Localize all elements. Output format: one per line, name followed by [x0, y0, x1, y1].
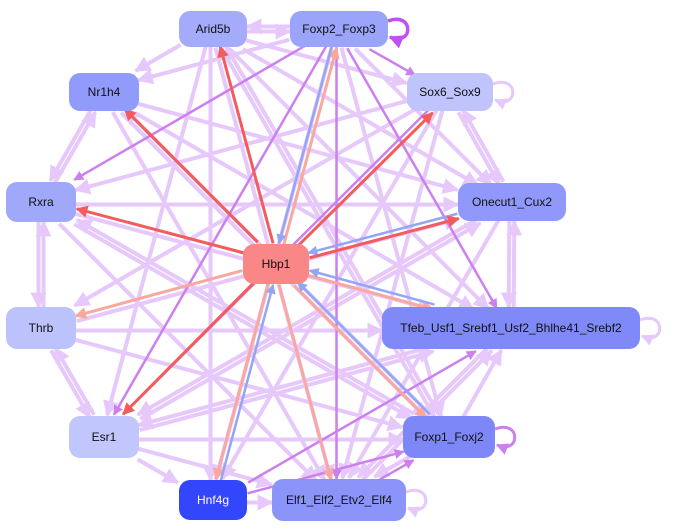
- edge-hbp1-to-tfeb_usf1_srebf1_usf2_bhlhe41_srebf2: [307, 273, 435, 313]
- edge-arid5b-to-nr1h4: [134, 43, 182, 73]
- edge-hbp1-to-rxra: [75, 205, 245, 255]
- node-label: Sox6_Sox9: [419, 85, 481, 99]
- node-label: Rxra: [28, 195, 54, 209]
- node-foxp1-foxj2[interactable]: Foxp1_Foxj2: [403, 416, 495, 458]
- node-label: Nr1h4: [88, 85, 121, 99]
- node-label: Esr1: [92, 430, 117, 444]
- edge-hnf4g-to-tfeb_usf1_srebf1_usf2_bhlhe41_srebf2: [247, 350, 477, 484]
- edge-nr1h4-to-tfeb_usf1_srebf1_usf2_bhlhe41_srebf2: [134, 111, 475, 311]
- node-box: [407, 73, 493, 111]
- edge-hbp1-to-hnf4g: [212, 282, 270, 481]
- node-box: [403, 416, 495, 458]
- node-box: [69, 73, 139, 111]
- node-label: Foxp2_Foxp3: [302, 22, 376, 36]
- edge-onecut1_cux2-to-hbp1: [307, 212, 458, 256]
- node-box: [272, 479, 406, 521]
- edge-foxp1_foxj2-to-rxra: [75, 218, 415, 416]
- edge-sox6_sox9-to-hnf4g: [220, 108, 439, 481]
- edge-foxp2_foxp3-to-sox6_sox9: [368, 48, 417, 77]
- node-foxp2-foxp3[interactable]: Foxp2_Foxp3: [290, 11, 388, 47]
- edge-elf1_elf2_etv2_elf4-to-foxp1_foxj2: [376, 459, 415, 483]
- edge-foxp2_foxp3-to-tfeb_usf1_srebf1_usf2_bhlhe41_srebf2: [346, 47, 498, 310]
- edge-hbp1-to-foxp2_foxp3: [282, 46, 340, 246]
- node-label: Onecut1_Cux2: [472, 195, 552, 209]
- edge-nr1h4-to-rxra: [48, 108, 93, 183]
- edge-foxp1_foxj2-to-foxp1_foxj2: [494, 425, 517, 455]
- node-label: Hnf4g: [197, 493, 229, 507]
- edge-elf1_elf2_etv2_elf4-to-elf1_elf2_etv2_elf4: [405, 488, 428, 518]
- edge-foxp2_foxp3-to-esr1: [112, 45, 328, 416]
- edge-onecut1_cux2-to-sox6_sox9: [461, 108, 506, 183]
- node-label: Elf1_Elf2_Etv2_Elf4: [286, 493, 392, 507]
- edge-hbp1-to-elf1_elf2_etv2_elf4: [277, 284, 334, 481]
- edge-foxp2_foxp3-to-nr1h4: [136, 37, 290, 85]
- edge-hbp1-to-arid5b: [217, 45, 275, 244]
- node-label: Tfeb_Usf1_Srebf1_Usf2_Bhlhe41_Srebf2: [400, 321, 622, 335]
- node-label: Foxp1_Foxj2: [414, 430, 484, 444]
- node-box: [69, 416, 139, 458]
- edge-rxra-to-nr1h4: [52, 110, 98, 185]
- edge-nr1h4-to-onecut1_cux2: [137, 101, 459, 194]
- node-box: [179, 11, 247, 47]
- node-box: [458, 183, 566, 221]
- edge-hbp1-to-onecut1_cux2: [309, 215, 460, 260]
- edge-foxp1_foxj2-to-tfeb_usf1_srebf1_usf2_bhlhe41_srebf2: [461, 348, 503, 419]
- node-hbp1[interactable]: Hbp1: [243, 244, 309, 284]
- edge-hbp1-to-foxp1_foxj2: [293, 284, 428, 419]
- edge-tfeb_usf1_srebf1_usf2_bhlhe41_srebf2-to-onecut1_cux2: [506, 219, 523, 308]
- node-label: Arid5b: [196, 22, 231, 36]
- edges-layer: [30, 17, 662, 518]
- node-nr1h4[interactable]: Nr1h4: [69, 73, 139, 111]
- edge-thrb-to-esr1: [49, 349, 92, 419]
- edge-hbp1-to-sox6_sox9: [296, 111, 434, 247]
- edge-nr1h4-to-elf1_elf2_etv2_elf4: [111, 111, 327, 482]
- edge-onecut1_cux2-to-tfeb_usf1_srebf1_usf2_bhlhe41_srebf2: [500, 220, 517, 309]
- edge-esr1-to-elf1_elf2_etv2_elf4: [137, 446, 273, 489]
- node-box: [243, 244, 309, 284]
- node-onecut1-cux2[interactable]: Onecut1_Cux2: [458, 183, 566, 221]
- edge-esr1-to-onecut1_cux2: [139, 221, 482, 421]
- node-box: [382, 307, 640, 349]
- node-label: Hbp1: [262, 257, 291, 271]
- edge-hnf4g-to-hbp1: [219, 283, 276, 481]
- edge-esr1-to-thrb: [53, 346, 96, 416]
- node-rxra[interactable]: Rxra: [6, 182, 76, 222]
- node-box: [6, 182, 76, 222]
- edge-sox6_sox9-to-rxra: [73, 99, 407, 195]
- node-box: [290, 11, 388, 47]
- node-box: [179, 480, 247, 520]
- edge-tfeb_usf1_srebf1_usf2_bhlhe41_srebf2-to-hbp1: [308, 268, 435, 306]
- edge-foxp2_foxp3-to-hbp1: [276, 46, 333, 245]
- edge-hbp1-to-esr1: [122, 281, 256, 416]
- node-hnf4g[interactable]: Hnf4g: [179, 480, 247, 520]
- node-label: Thrb: [29, 321, 54, 335]
- node-esr1[interactable]: Esr1: [69, 416, 139, 458]
- node-sox6-sox9[interactable]: Sox6_Sox9: [407, 73, 493, 111]
- edge-onecut1_cux2-to-esr1: [136, 217, 479, 417]
- node-tfeb-usf1-srebf1-usf2-bhlhe41-srebf2[interactable]: Tfeb_Usf1_Srebf1_Usf2_Bhlhe41_Srebf2: [382, 307, 640, 349]
- edge-tfeb_usf1_srebf1_usf2_bhlhe41_srebf2-to-tfeb_usf1_srebf1_usf2_bhlhe41_srebf2: [639, 316, 662, 346]
- edge-esr1-to-hnf4g: [136, 457, 180, 485]
- edge-foxp2_foxp3-to-rxra: [73, 43, 308, 181]
- edge-rxra-to-foxp1_foxj2: [73, 222, 413, 420]
- edge-foxp1_foxj2-to-hbp1: [296, 281, 431, 416]
- node-arid5b[interactable]: Arid5b: [179, 11, 247, 47]
- node-thrb[interactable]: Thrb: [6, 307, 76, 349]
- edge-hbp1-to-nr1h4: [123, 108, 259, 244]
- edge-thrb-to-foxp1_foxj2: [74, 337, 404, 432]
- edge-tfeb_usf1_srebf1_usf2_bhlhe41_srebf2-to-esr1: [136, 344, 433, 430]
- edge-foxp2_foxp3-to-foxp2_foxp3: [387, 17, 410, 49]
- edge-sox6_sox9-to-thrb: [73, 107, 417, 308]
- edge-foxp1_foxj2-to-elf1_elf2_etv2_elf4: [373, 454, 413, 479]
- edge-hbp1-to-thrb: [74, 269, 243, 320]
- edge-esr1-to-tfeb_usf1_srebf1_usf2_bhlhe41_srebf2: [139, 347, 435, 432]
- edge-sox6_sox9-to-sox6_sox9: [492, 80, 515, 110]
- edge-foxp1_foxj2-to-arid5b: [223, 44, 441, 416]
- node-box: [6, 307, 76, 349]
- node-elf1-elf2-etv2-elf4[interactable]: Elf1_Elf2_Etv2_Elf4: [272, 479, 406, 521]
